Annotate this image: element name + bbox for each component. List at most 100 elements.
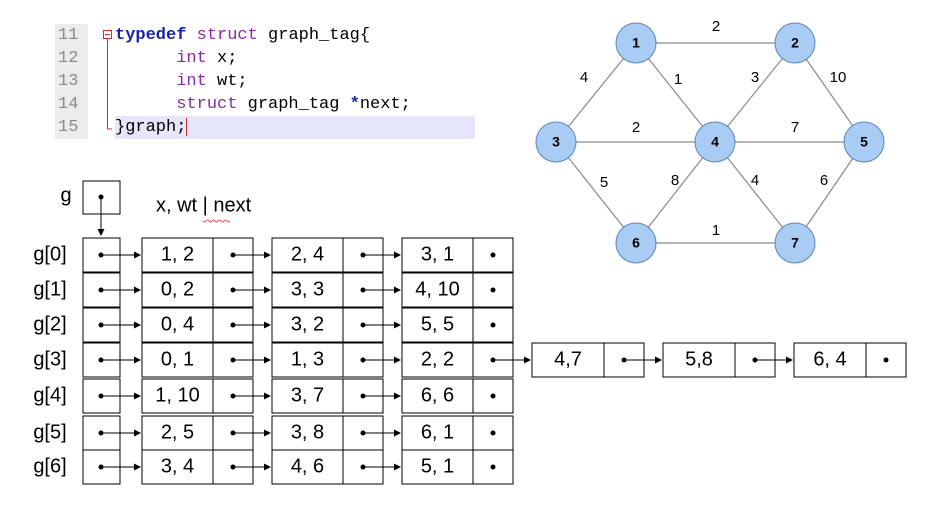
fold-marker-icon[interactable]: [103, 30, 112, 130]
list-node-value: 5, 5: [421, 313, 454, 335]
edge-weight-label: 8: [671, 172, 679, 189]
code-line[interactable]: 14 struct graph_tag *next;: [55, 93, 475, 116]
list-node-value: 1, 2: [161, 243, 194, 265]
code-token: x;: [206, 49, 238, 68]
list-node-value: 1, 3: [291, 348, 324, 370]
graph-node: [843, 121, 885, 163]
line-number: 14: [55, 93, 88, 116]
list-node-data-cell: [531, 342, 605, 378]
pointer-dot: [98, 252, 104, 258]
null-pointer-dot: [490, 252, 496, 258]
pointer-dot: [360, 430, 366, 436]
graph-node: [535, 121, 577, 163]
code-text: typedef struct graph_tag{: [115, 24, 475, 47]
code-text: int x;: [115, 47, 475, 70]
pointer-dot: [98, 357, 104, 363]
graph-node: [694, 121, 736, 163]
pointer-dot: [360, 393, 366, 399]
graph-node-label: 4: [711, 134, 719, 150]
list-node-value: 2, 5: [161, 421, 194, 443]
pointer-dot: [98, 287, 104, 293]
graph-node-label: 3: [552, 134, 560, 150]
list-node-value: 3, 1: [421, 243, 454, 265]
code-text: int wt;: [115, 70, 475, 93]
code-line[interactable]: 12 int x;: [55, 47, 475, 70]
list-node-value: 6, 6: [421, 384, 454, 406]
graph-edge: [555, 42, 637, 143]
graph-node: [615, 222, 657, 264]
list-node-value: 2, 4: [291, 243, 324, 265]
list-node-value: 3, 4: [161, 455, 194, 477]
list-node-data-cell: [401, 307, 474, 343]
code-token: struct: [115, 95, 238, 114]
code-token: wt;: [206, 72, 248, 91]
pointer-dot: [230, 393, 236, 399]
pointer-dot: [360, 252, 366, 258]
list-node-value: 1, 10: [155, 384, 199, 406]
graph-node: [774, 222, 816, 264]
g-label: g: [60, 184, 71, 206]
null-pointer-dot: [883, 357, 889, 363]
list-node-data-cell: [401, 415, 474, 451]
list-node-value: 3, 2: [291, 313, 324, 335]
list-node-data-cell: [401, 237, 474, 273]
line-number: 13: [55, 70, 88, 93]
list-node-value: 0, 1: [161, 348, 194, 370]
graph-edge: [714, 141, 796, 244]
list-node-value: 4, 6: [291, 455, 324, 477]
list-node-data-cell: [401, 378, 474, 414]
spellcheck-underline: [202, 219, 231, 223]
list-node-data-cell: [271, 307, 344, 343]
code-text: }graph;: [115, 116, 475, 139]
list-node-data-cell: [271, 449, 344, 485]
code-text: struct graph_tag *next;: [115, 93, 475, 116]
graph-edge: [635, 42, 716, 143]
edge-weight-label: 4: [580, 69, 588, 86]
edge-weight-label: 1: [674, 71, 682, 88]
list-node-value: 0, 4: [161, 313, 194, 335]
row-label: g[3]: [33, 348, 66, 370]
pointer-dot: [621, 357, 627, 363]
list-node-value: 3, 7: [291, 384, 324, 406]
edge-weight-label: 3: [751, 69, 759, 86]
pointer-dot: [98, 393, 104, 399]
code-token: int: [115, 49, 207, 68]
list-node-value: 4, 10: [415, 278, 459, 300]
pointer-dot: [230, 464, 236, 470]
edge-weight-label: 1: [712, 222, 720, 239]
pointer-dot: [230, 322, 236, 328]
row-label: g[0]: [33, 243, 66, 265]
list-node-value: 6, 1: [421, 421, 454, 443]
pointer-dot: [360, 287, 366, 293]
list-node-value: 0, 2: [161, 278, 194, 300]
code-line[interactable]: 13 int wt;: [55, 70, 475, 93]
list-node-value: 4,7: [554, 348, 582, 370]
pointer-dot: [360, 357, 366, 363]
graph-node-label: 5: [860, 134, 868, 150]
pointer-dot: [98, 464, 104, 470]
list-node-data-cell: [793, 342, 867, 378]
list-node-data-cell: [662, 342, 736, 378]
list-node-data-cell: [141, 307, 214, 343]
edge-weight-label: 4: [751, 172, 759, 189]
row-label: g[6]: [33, 455, 66, 477]
list-node-data-cell: [141, 272, 214, 308]
node-layout-header: x, wt | next: [156, 194, 252, 216]
pointer-dot: [98, 430, 104, 436]
graph-node-label: 7: [791, 235, 799, 251]
pointer-dot: [230, 252, 236, 258]
graph-edge: [555, 141, 637, 244]
null-pointer-dot: [490, 430, 496, 436]
graph-node-label: 1: [632, 35, 640, 51]
list-node-data-cell: [141, 449, 214, 485]
code-line[interactable]: 15}graph;: [55, 116, 475, 139]
edge-weight-label: 6: [820, 172, 828, 189]
null-pointer-dot: [490, 322, 496, 328]
row-label: g[5]: [33, 421, 66, 443]
list-node-data-cell: [401, 449, 474, 485]
pointer-dot: [230, 357, 236, 363]
list-node-value: 6, 4: [813, 348, 846, 370]
list-node-value: 5,8: [685, 348, 713, 370]
